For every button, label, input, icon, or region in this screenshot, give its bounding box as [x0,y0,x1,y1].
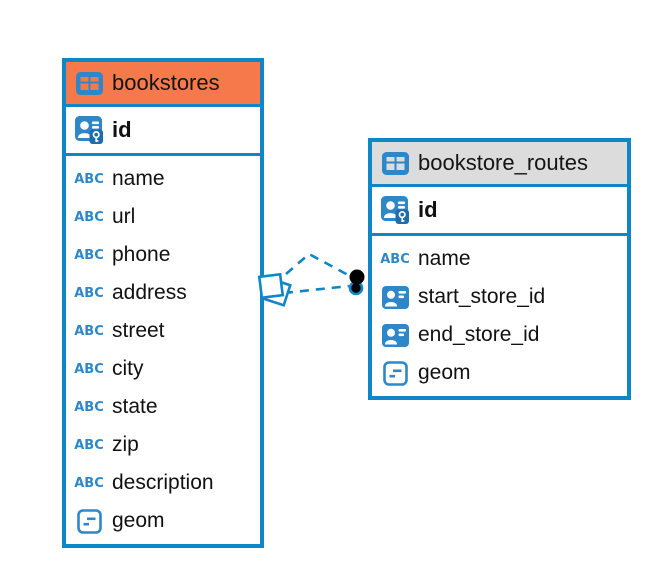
column-address[interactable]: ABC address [66,274,260,312]
relationship-line-upper[interactable] [285,252,351,278]
relationship-line-lower[interactable] [283,284,350,295]
column-name: id [112,117,132,142]
table-bookstores[interactable]: bookstores id ABC name ABC url ABC phone AB… [62,58,264,548]
column-name: street [112,319,165,342]
column-name: name [418,247,471,270]
abc-icon: ABC [74,437,104,453]
abc-icon: ABC [74,475,104,491]
column-name: end_store_id [418,323,540,346]
column-name: phone [112,243,171,266]
primary-key-section: id [372,187,627,236]
geometry-icon [380,360,410,386]
person-key-icon [380,195,410,225]
relationship-bookstores-routes[interactable] [257,252,365,307]
column-end_store_id[interactable]: end_store_id [372,316,627,354]
table-icon [380,151,410,175]
column-name: start_store_id [418,285,546,308]
column-phone[interactable]: ABC phone [66,236,260,274]
relationship-endpoint-dots [348,269,365,296]
columns-section: ABC name start_store_id end_store_id geom [372,236,627,396]
column-state[interactable]: ABC state [66,388,260,426]
column-name: geom [112,509,165,532]
column-description[interactable]: ABC description [66,464,260,502]
abc-icon: ABC [74,399,104,415]
abc-icon: ABC [74,171,104,187]
column-geom[interactable]: geom [372,354,627,392]
column-id[interactable]: id [66,107,260,153]
column-geom[interactable]: geom [66,502,260,540]
person-card-icon [380,323,410,347]
abc-icon: ABC [74,285,104,301]
column-name: city [112,357,144,380]
column-name: url [112,205,136,228]
table-bookstore-routes[interactable]: bookstore_routes id ABC name start_store_… [368,138,631,400]
column-street[interactable]: ABC street [66,312,260,350]
geometry-icon [74,508,104,534]
columns-section: ABC name ABC url ABC phone ABC address ABC st… [66,156,260,544]
abc-icon: ABC [74,209,104,225]
column-zip[interactable]: ABC zip [66,426,260,464]
column-name: id [418,197,438,222]
column-name: description [112,471,214,494]
abc-icon: ABC [74,361,104,377]
column-name: state [112,395,158,418]
column-name: zip [112,433,139,456]
column-name: geom [418,361,471,384]
person-key-icon [74,115,104,145]
person-card-icon [380,285,410,309]
table-title: bookstores [112,70,220,95]
relationship-source-marker [257,272,292,307]
column-url[interactable]: ABC url [66,198,260,236]
table-title: bookstore_routes [418,150,588,175]
column-start_store_id[interactable]: start_store_id [372,278,627,316]
column-name[interactable]: ABC name [66,160,260,198]
table-icon [74,71,104,95]
table-header[interactable]: bookstore_routes [372,142,627,187]
abc-icon: ABC [74,323,104,339]
abc-icon: ABC [74,247,104,263]
table-header[interactable]: bookstores [66,62,260,107]
primary-key-section: id [66,107,260,156]
column-city[interactable]: ABC city [66,350,260,388]
column-name: address [112,281,187,304]
column-name: name [112,167,165,190]
column-id[interactable]: id [372,187,627,233]
abc-icon: ABC [380,251,410,267]
column-name[interactable]: ABC name [372,240,627,278]
